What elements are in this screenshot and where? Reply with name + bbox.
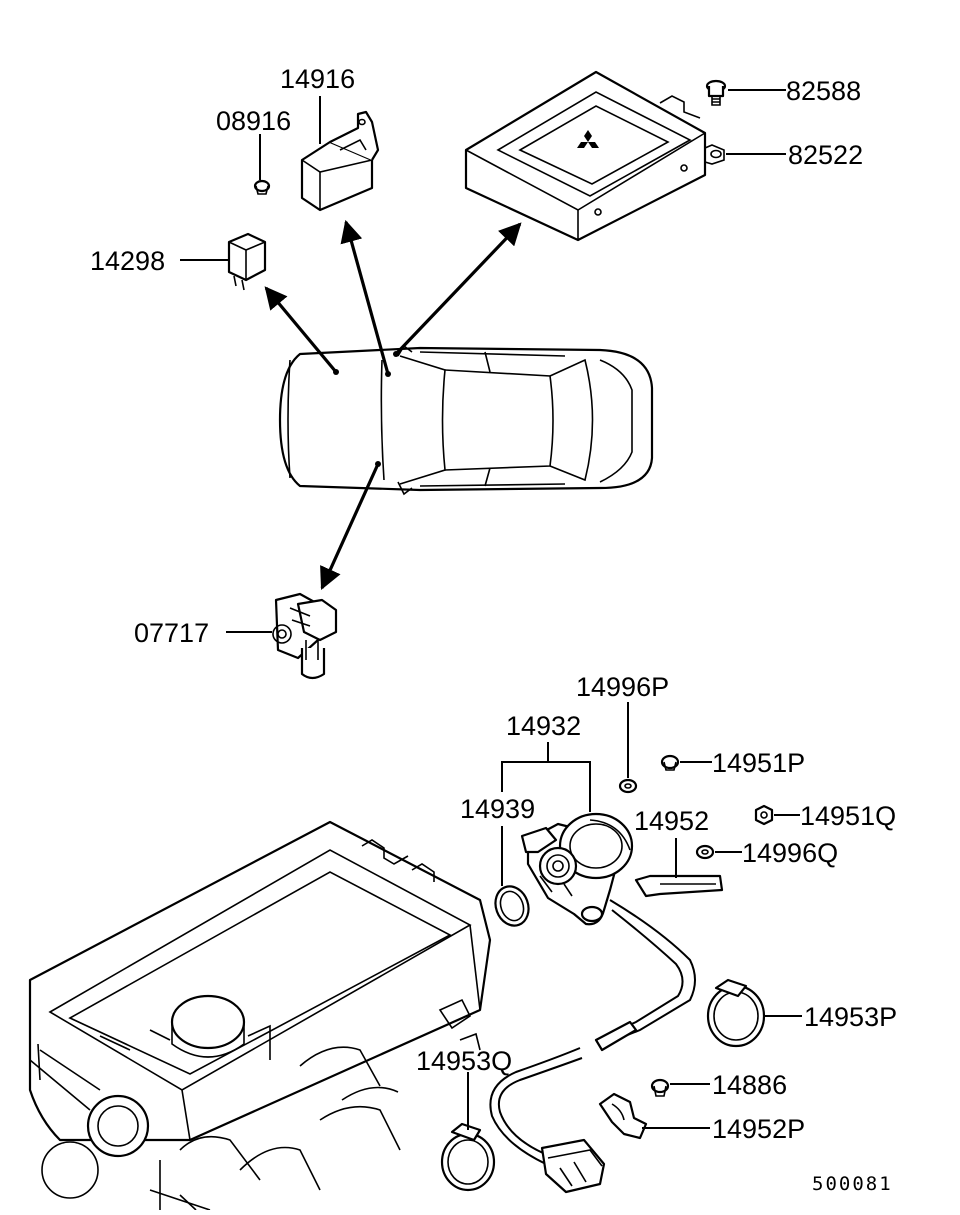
label-14298: 14298 [90, 246, 165, 276]
throttle-position-sensor [520, 812, 634, 926]
arrow-to-14916 [340, 219, 390, 375]
nut-14951Q [754, 804, 774, 826]
arrow-to-ecu [394, 222, 522, 356]
screw-08916 [253, 179, 271, 195]
label-14951Q: 14951Q [800, 801, 896, 831]
relay-14298 [227, 232, 267, 291]
diagram-reference-number: 500081 [812, 1173, 893, 1195]
label-14953Q: 14953Q [416, 1046, 512, 1076]
arrow-to-14298 [264, 286, 338, 374]
harness-wire [599, 899, 696, 1047]
label-82522: 82522 [788, 140, 863, 170]
washer-14996Q [695, 844, 715, 860]
label-14932: 14932 [506, 711, 581, 741]
label-14952P: 14952P [712, 1114, 805, 1144]
washer-14996P [618, 778, 638, 794]
control-unit-module [464, 70, 725, 242]
bolt-14886 [650, 1078, 670, 1097]
engine-cylinder-head [28, 820, 492, 1211]
wire-connector [540, 1138, 606, 1194]
sensor-07717 [272, 592, 338, 680]
clip-14952P [598, 1092, 648, 1140]
o-ring-14939 [494, 885, 530, 927]
clamp-14953Q [440, 1122, 496, 1192]
clamp-14953P [706, 978, 766, 1048]
label-07717: 07717 [134, 618, 209, 648]
label-14996Q: 14996Q [742, 838, 838, 868]
relay-with-bracket-14916 [300, 110, 380, 212]
vehicle-top-view [278, 344, 654, 496]
label-14916: 14916 [280, 64, 355, 94]
label-14939: 14939 [460, 794, 535, 824]
label-14952: 14952 [634, 806, 709, 836]
arrow-to-07717 [320, 463, 380, 591]
screw-14951P [660, 754, 680, 771]
bracket-14932 [501, 761, 591, 812]
label-14951P: 14951P [712, 748, 805, 778]
label-14953P: 14953P [804, 1002, 897, 1032]
label-14886: 14886 [712, 1070, 787, 1100]
label-14996P: 14996P [576, 672, 669, 702]
plate-14952 [634, 874, 724, 898]
label-82588: 82588 [786, 76, 861, 106]
label-08916: 08916 [216, 106, 291, 136]
bolt-82588 [705, 79, 727, 106]
